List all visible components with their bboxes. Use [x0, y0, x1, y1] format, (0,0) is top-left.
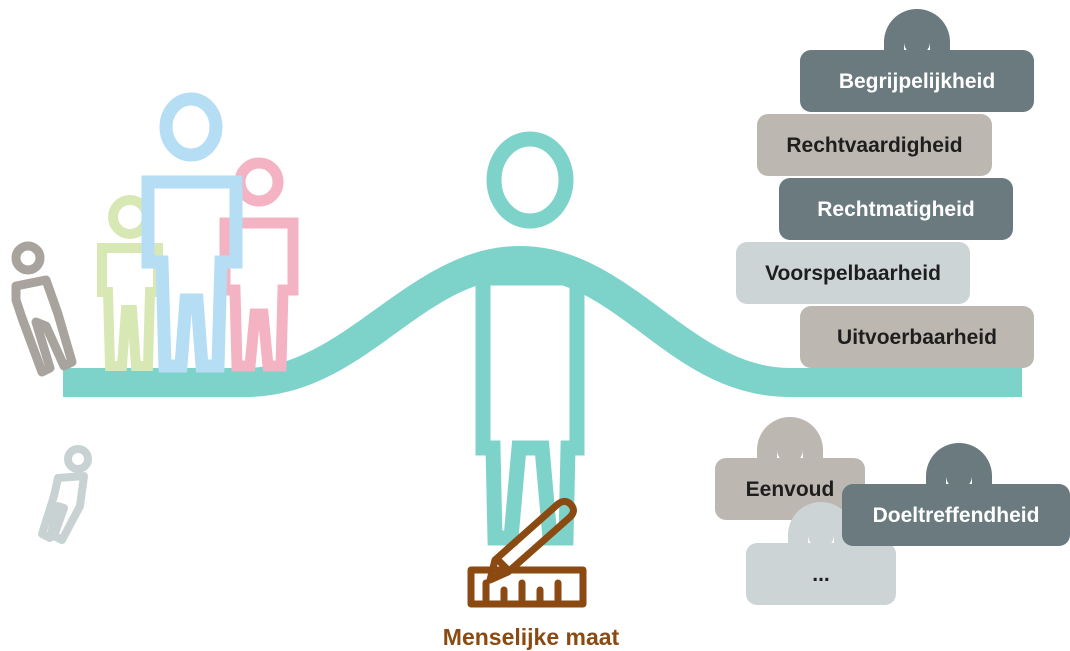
weight-block	[800, 50, 1034, 112]
weight-block	[736, 242, 970, 304]
weight-label: ...	[812, 563, 830, 586]
weight-label: Begrijpelijkheid	[839, 70, 995, 93]
weight-handle-icon	[757, 417, 823, 463]
weight-block	[746, 543, 896, 605]
caption: Menselijke maat	[443, 624, 620, 650]
weight-block	[757, 114, 992, 176]
weight-block	[842, 484, 1070, 546]
weight-uitvoerbaarheid: Uitvoerbaarheid	[800, 306, 1034, 368]
person-blue-icon	[141, 92, 243, 373]
weight-voorspelbaarheid: Voorspelbaarheid	[736, 242, 970, 304]
falling-person-icon	[11, 241, 77, 377]
weight-label: Eenvoud	[746, 478, 835, 501]
weight-block	[779, 178, 1013, 240]
weight-handle-icon	[926, 443, 992, 489]
weight-label: Rechtmatigheid	[817, 198, 975, 221]
weight-label: Voorspelbaarheid	[765, 262, 941, 285]
weight-label: Uitvoerbaarheid	[837, 326, 997, 349]
weight-rechtvaardigheid: Rechtvaardigheid	[757, 114, 992, 176]
falling-person-faded-icon	[38, 445, 92, 544]
weight-label: Rechtvaardigheid	[786, 134, 962, 157]
weight-more: ...	[746, 543, 896, 605]
pencil-and-ruler-icon	[467, 497, 587, 608]
weight-begrijpelijkheid: Begrijpelijkheid	[800, 50, 1034, 112]
weight-rechtmatigheid: Rechtmatigheid	[779, 178, 1013, 240]
weight-doeltreffendheid: Doeltreffendheid	[842, 484, 1070, 546]
weight-label: Doeltreffendheid	[873, 504, 1040, 527]
weight-handle-icon	[788, 502, 854, 548]
weight-handle-icon	[884, 9, 950, 55]
balance-beam	[63, 246, 1022, 397]
central-figure-icon	[475, 131, 585, 546]
weight-block	[800, 306, 1034, 368]
